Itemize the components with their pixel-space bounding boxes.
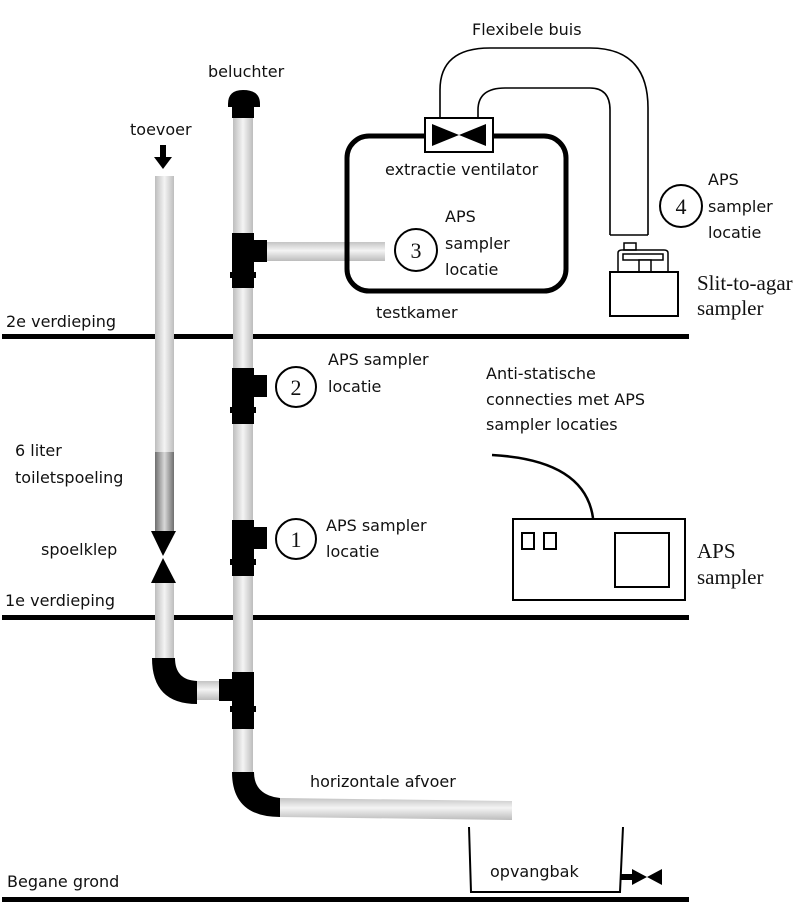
collection-tray-label: opvangbak [490,862,579,881]
aps-sampler-device [491,453,686,601]
drain-valve-icon [632,869,662,885]
tee-fitting-junction [219,672,256,729]
sampler-number-3: 3 [411,238,422,263]
flush-label-line2: toiletspoeling [15,468,123,487]
sampler-location-3: 3 APS sampler locatie [394,207,510,279]
floor-line-1e [2,615,689,620]
floor-line-2e [2,334,689,339]
main-stack-pipe [219,90,385,772]
extraction-fan [424,117,494,153]
sampler-label-1-line2: locatie [326,542,379,561]
floor-label-2e: 2e verdieping [6,312,116,331]
horizontal-drain-pipe [232,772,512,820]
flush-label-line1: 6 liter [15,441,62,460]
tee-fitting-1 [230,520,267,576]
down-arrow-icon [154,145,172,169]
sampler-label-3-line3: locatie [445,260,498,279]
floor-lines [2,334,689,902]
flush-valve-label: spoelklep [41,540,117,559]
floor-line-ground [2,897,689,902]
vent-label: beluchter [208,62,285,81]
sampler-location-2: 2 APS sampler locatie [275,350,429,408]
sampler-number-4: 4 [676,194,687,219]
sampler-label-2-line2: locatie [328,377,381,396]
sampler-label-4-line1: APS [708,170,739,189]
fan-valve-icon [432,124,486,146]
sampler-location-4: 4 APS sampler locatie [659,170,773,242]
sampler-label-4-line3: locatie [708,223,761,242]
floor-label-ground: Begane grond [7,872,119,891]
collection-tray [468,826,662,893]
sampler-number-1: 1 [291,527,302,552]
flush-valve-icon [151,531,176,583]
slit-to-agar-label-line1: Slit-to-agar [697,271,793,295]
supply-pipe [154,145,174,660]
flexible-tube [439,47,649,236]
slit-to-agar-label-line2: sampler [697,296,763,320]
supply-label: toevoer [130,120,192,139]
extraction-fan-label: extractie ventilator [385,160,539,179]
sampler-location-1: 1 APS sampler locatie [275,516,427,561]
sampler-number-2: 2 [291,375,302,400]
aps-sampler-label-line2: sampler [697,565,763,589]
flush-water-column [155,452,174,532]
antistatic-label-line1: Anti-statische [486,364,596,383]
sampler-label-3-line2: sampler [445,234,510,253]
test-chamber-label: testkamer [376,303,458,322]
antistatic-label-line3: sampler locaties [486,415,618,434]
slit-to-agar-sampler [609,242,679,317]
tee-fitting-2 [230,368,267,424]
tee-fitting-3 [230,233,267,288]
floor-label-1e: 1e verdieping [5,591,115,610]
sampler-label-2-line1: APS sampler [328,350,429,369]
supply-elbow [152,658,219,704]
aps-sampler-label-line1: APS [697,539,736,563]
sampler-label-1-line1: APS sampler [326,516,427,535]
vent-cap-icon [228,90,260,118]
sampler-label-4-line2: sampler [708,197,773,216]
chamber-branch-pipe [267,242,385,261]
antistatic-cable [491,453,595,519]
flexible-tube-label: Flexibele buis [472,20,582,39]
sampler-label-3-line1: APS [445,207,476,226]
antistatic-label-line2: connecties met APS [486,390,645,409]
horizontal-drain-label: horizontale afvoer [310,772,456,791]
